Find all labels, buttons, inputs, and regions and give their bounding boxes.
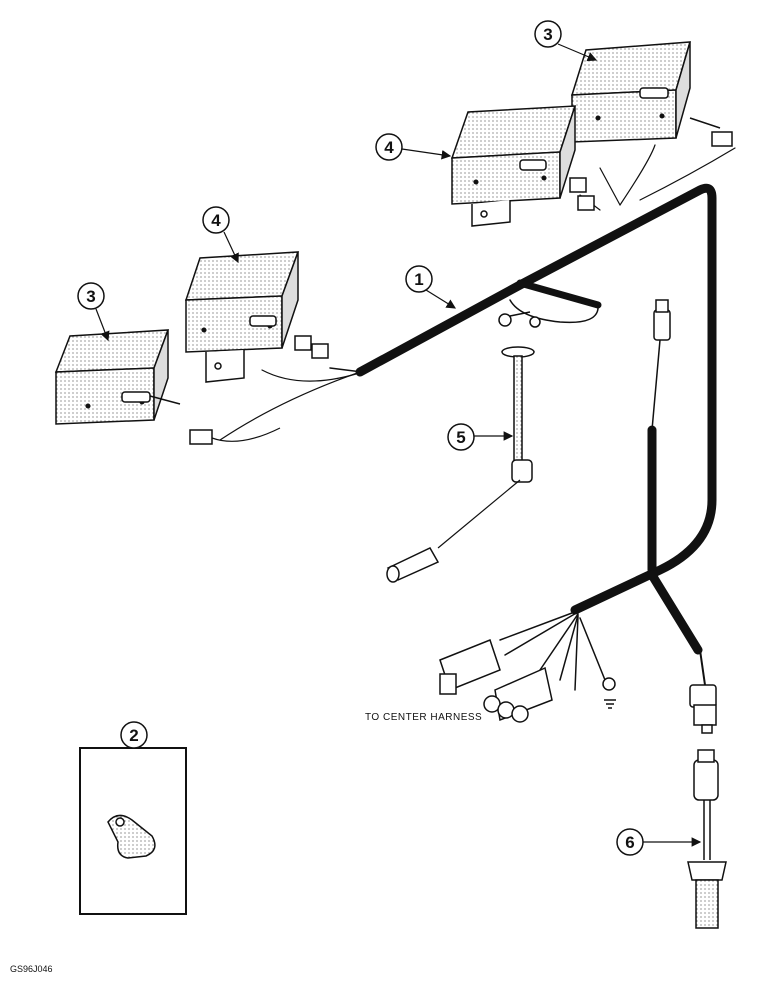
lamp-3-front: [54, 329, 281, 445]
harness-connector-upper: [653, 299, 671, 341]
lamp-4-rear: [450, 105, 595, 227]
callout-5-label: 5: [456, 428, 465, 447]
callout-1-label: 1: [414, 270, 423, 289]
sensor-connector: [689, 684, 717, 734]
ground-ring-terminal: [498, 311, 541, 328]
callout-4-lower-label: 4: [211, 211, 221, 230]
callout-2-label: 2: [129, 726, 138, 745]
callout-6-label: 6: [625, 833, 634, 852]
detail-box-2: [79, 747, 187, 915]
temp-sender-6: [687, 749, 727, 929]
callout-1: 1: [405, 265, 457, 309]
callout-4-upper: 4: [375, 133, 452, 161]
callout-3-upper: 3: [534, 20, 598, 62]
lamp-3-rear: [570, 41, 733, 147]
callout-6: 6: [616, 828, 702, 856]
to-center-harness-label: TO CENTER HARNESS: [365, 712, 482, 723]
callout-3-lower-label: 3: [86, 287, 95, 306]
callout-3-lower: 3: [77, 282, 110, 342]
main-harness: [219, 144, 736, 691]
lamp-4-front: [184, 251, 329, 383]
figure-id-label: GS96J046: [10, 964, 53, 974]
fuel-sender-5: [386, 346, 535, 583]
callout-5: 5: [447, 423, 514, 451]
callout-3-upper-label: 3: [543, 25, 552, 44]
callout-4-lower: 4: [202, 206, 239, 264]
callout-4-upper-label: 4: [384, 138, 394, 157]
center-harness-connectors: [439, 639, 616, 723]
callout-2: 2: [120, 721, 148, 749]
